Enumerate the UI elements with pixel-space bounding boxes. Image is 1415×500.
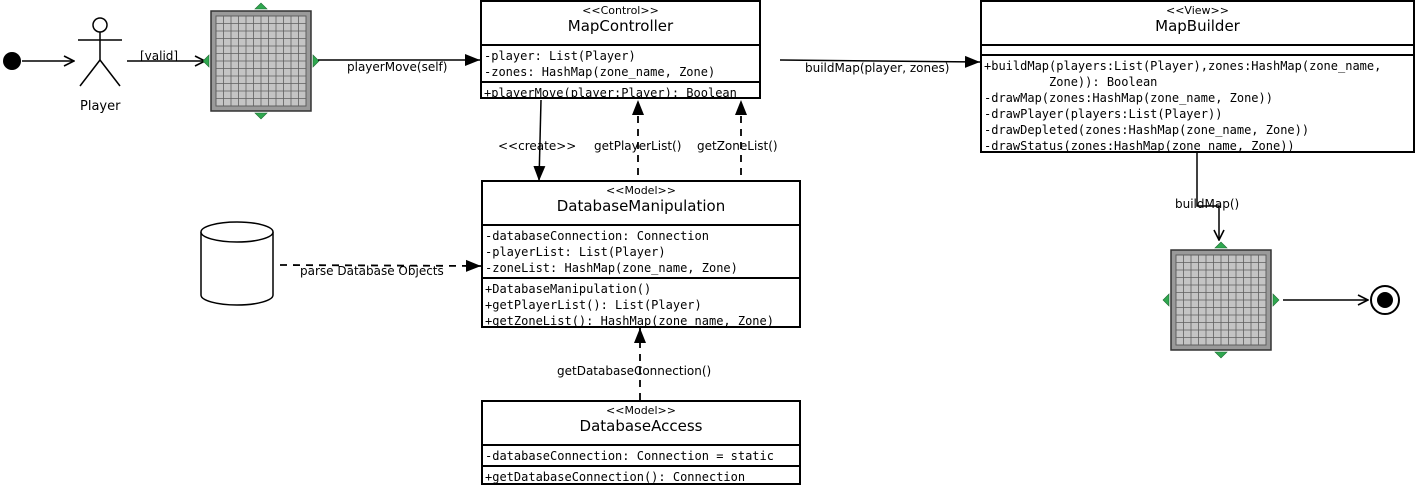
method: -drawPlayer(players:List(Player))	[984, 107, 1223, 121]
method: +DatabaseManipulation()	[485, 282, 652, 296]
attribute: -databaseConnection: Connection	[485, 229, 709, 243]
method: +getPlayerList(): List(Player)	[485, 298, 702, 312]
method: -drawMap(zones:HashMap(zone_name, Zone))	[984, 91, 1273, 105]
resize-handle	[254, 112, 268, 120]
class-stereotype: <<Control>>	[582, 4, 659, 17]
actor-label: Player	[80, 99, 121, 114]
get-database-connection-label: getDatabaseConnection()	[557, 364, 712, 378]
class-map-controller[interactable]: <<Control>> MapController -player: List(…	[480, 0, 761, 99]
class-header: <<Model>> DatabaseAccess	[483, 402, 799, 446]
arrow-create	[533, 99, 546, 182]
class-map-builder[interactable]: <<View>> MapBuilder +buildMap(players:Li…	[980, 0, 1415, 153]
attribute: -player: List(Player)	[484, 49, 636, 63]
final-node	[1370, 285, 1400, 315]
get-player-list-label: getPlayerList()	[594, 139, 682, 153]
class-database-access[interactable]: <<Model>> DatabaseAccess -databaseConnec…	[481, 400, 801, 485]
arrow-build-map	[1196, 152, 1219, 240]
class-name: MapController	[567, 17, 674, 35]
attributes-section: -player: List(Player) -zones: HashMap(zo…	[482, 46, 759, 83]
resize-handle	[312, 54, 320, 68]
method: +playerMove(player:Player): Boolean	[484, 86, 737, 99]
player-move-label: playerMove(self)	[347, 60, 448, 74]
class-header: <<Model>> DatabaseManipulation	[483, 182, 799, 226]
class-stereotype: <<Model>>	[606, 404, 676, 417]
resize-handle	[254, 2, 268, 10]
method: +getDatabaseConnection(): Connection	[485, 470, 746, 484]
method: -drawStatus(zones:HashMap(zone_name, Zon…	[984, 139, 1295, 153]
resize-handle	[1272, 293, 1280, 307]
database-icon	[200, 221, 274, 306]
resize-handle	[202, 54, 210, 68]
class-database-manipulation[interactable]: <<Model>> DatabaseManipulation -database…	[481, 180, 801, 328]
class-name: MapBuilder	[1155, 17, 1240, 35]
method: Zone)): Boolean	[984, 75, 1158, 89]
class-stereotype: <<View>>	[1166, 4, 1229, 17]
class-stereotype: <<Model>>	[606, 184, 676, 197]
build-map-player-zones-label: buildMap(player, zones)	[805, 61, 950, 75]
rendered-map-thumbnail	[1162, 241, 1280, 359]
methods-section: +playerMove(player:Player): Boolean	[482, 83, 759, 99]
class-header: <<View>> MapBuilder	[982, 2, 1413, 46]
methods-section: +buildMap(players:List(Player),zones:Has…	[982, 56, 1413, 153]
method: -drawDepleted(zones:HashMap(zone_name, Z…	[984, 123, 1310, 137]
class-name: DatabaseAccess	[579, 417, 703, 435]
class-name: DatabaseManipulation	[556, 197, 726, 215]
method: +buildMap(players:List(Player),zones:Has…	[984, 59, 1382, 73]
attribute: -databaseConnection: Connection = static	[485, 449, 774, 463]
attribute: -zoneList: HashMap(zone_name, Zone)	[485, 261, 738, 275]
resize-handle	[1214, 351, 1228, 359]
actor-player-icon	[78, 17, 122, 87]
build-map-label: buildMap()	[1175, 197, 1240, 211]
attributes-section	[982, 46, 1413, 56]
attribute: -zones: HashMap(zone_name, Zone)	[484, 65, 716, 79]
methods-section: +getDatabaseConnection(): Connection	[483, 467, 799, 484]
resize-handle	[1214, 241, 1228, 249]
map-grid-thumbnail	[202, 2, 320, 120]
guard-valid-label: [valid]	[140, 49, 179, 63]
get-zone-list-label: getZoneList()	[697, 139, 778, 153]
class-header: <<Control>> MapController	[482, 2, 759, 46]
methods-section: +DatabaseManipulation() +getPlayerList()…	[483, 279, 799, 328]
attributes-section: -databaseConnection: Connection = static	[483, 446, 799, 467]
attributes-section: -databaseConnection: Connection -playerL…	[483, 226, 799, 279]
arrow-build-map-player-zones	[779, 55, 981, 68]
method: +getZoneList(): HashMap(zone_name, Zone)	[485, 314, 774, 328]
create-label: <<create>>	[498, 139, 577, 153]
resize-handle	[1162, 293, 1170, 307]
initial-node	[3, 52, 21, 70]
attribute: -playerList: List(Player)	[485, 245, 666, 259]
parse-database-objects-label: parse Database Objects	[300, 264, 444, 278]
